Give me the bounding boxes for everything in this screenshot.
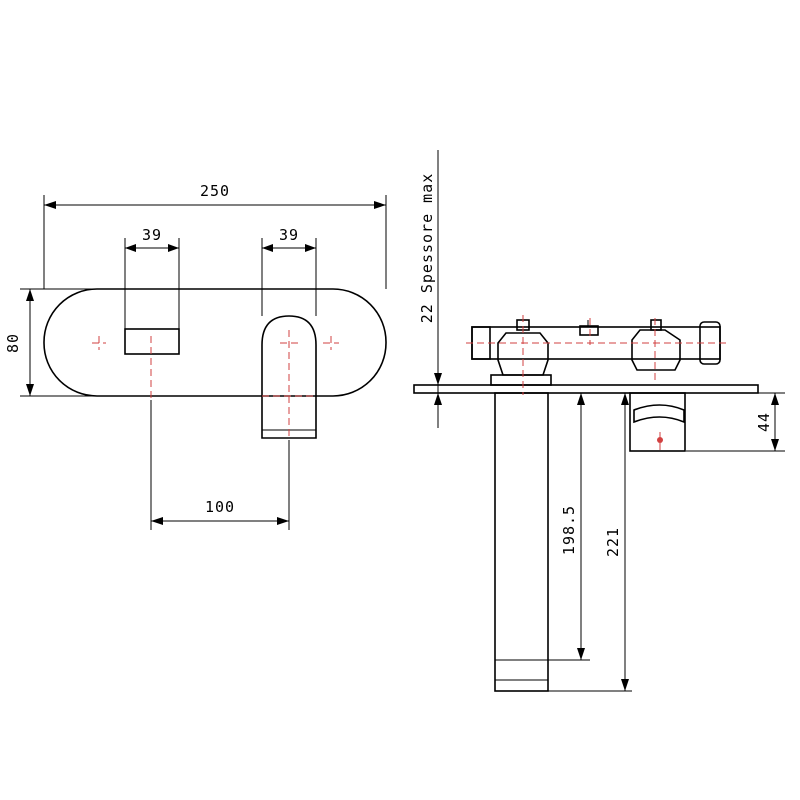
spout-tip	[633, 404, 685, 424]
dim-label-39-left: 39	[142, 226, 162, 244]
side-plate	[413, 384, 759, 394]
dim-label-221: 221	[604, 527, 622, 557]
spout-stub	[629, 392, 686, 452]
dim-spout-drop-inner: 198.5	[548, 393, 590, 661]
dim-label-39-right: 39	[279, 226, 299, 244]
dim-wall-thickness: 22 Spessore max	[418, 150, 442, 428]
valve-body	[471, 326, 721, 360]
dim-label-100: 100	[205, 498, 235, 516]
dim-spout-drop-total: 221	[548, 393, 632, 692]
dim-handle-width: 39	[125, 226, 179, 252]
dim-spout-width: 39	[262, 226, 316, 252]
aerator-marker	[657, 437, 663, 443]
front-view: 250 39 39 80 100	[4, 182, 387, 530]
dim-overall-width: 250	[44, 182, 386, 209]
mixer-handle	[124, 328, 180, 355]
dim-label-44: 44	[755, 412, 773, 432]
spout-outline	[261, 315, 317, 439]
dim-spout-height: 44	[686, 392, 785, 452]
dim-label-80: 80	[4, 333, 22, 353]
top-plug	[579, 325, 599, 336]
right-cartridge-cap	[650, 319, 662, 331]
centerlines-front	[92, 330, 339, 440]
centerlines-side	[466, 315, 726, 452]
dim-label-22-spessore-max: 22 Spessore max	[418, 173, 436, 323]
dim-label-198-5: 198.5	[560, 505, 578, 555]
wall-plate	[43, 288, 387, 397]
right-cartridge	[631, 329, 681, 371]
dim-center-distance: 100	[151, 498, 289, 525]
side-view: 22 Spessore max 44 198.5 221	[413, 150, 785, 692]
left-cartridge-collar	[490, 374, 552, 386]
dim-plate-height: 80	[4, 289, 34, 396]
extension-lines-front	[20, 195, 387, 530]
dim-label-250: 250	[200, 182, 230, 200]
rough-in-pipe	[494, 392, 549, 692]
